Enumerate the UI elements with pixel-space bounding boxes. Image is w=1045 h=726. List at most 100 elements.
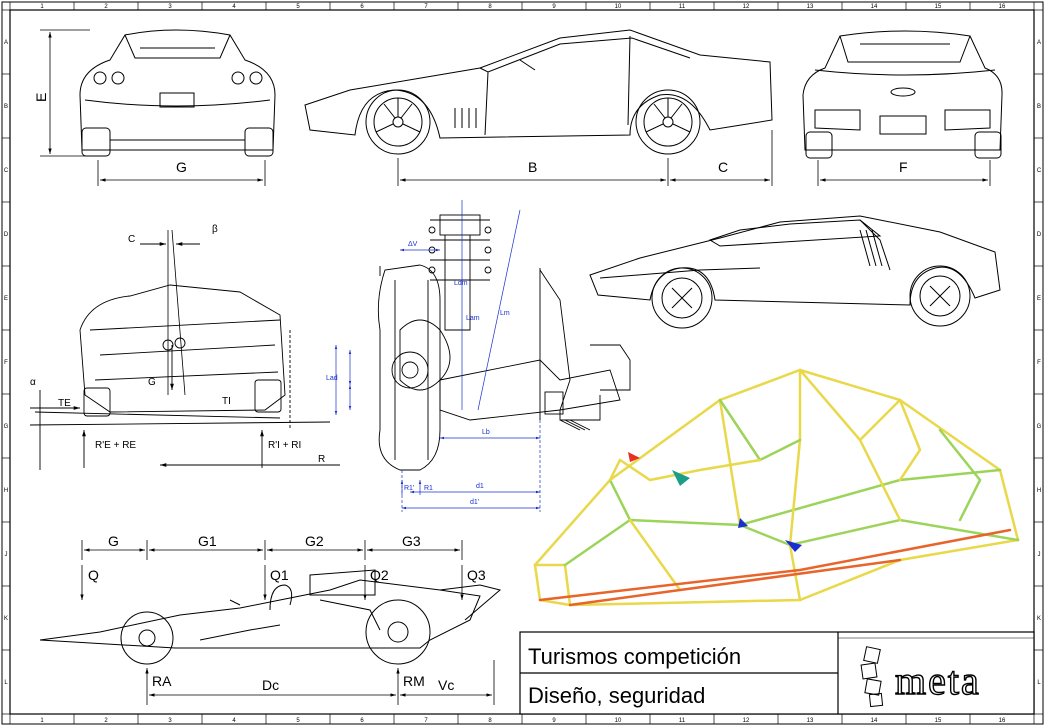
frame-row-label-left: C: [4, 168, 9, 174]
formula-car-side: [39, 569, 502, 665]
susp-label-dv: ΔV: [408, 241, 418, 248]
frame-col-label-top: 6: [360, 4, 364, 10]
frame-col-label-bottom: 6: [360, 718, 364, 724]
frame-col-label-top: 1: [40, 4, 44, 10]
frame-col-label-top: 3: [168, 4, 172, 10]
car-front-view: [802, 30, 1003, 159]
fc-label-q: Q: [88, 567, 99, 583]
fc-label-vc: Vc: [438, 677, 454, 693]
fc-label-ra: RA: [152, 673, 172, 689]
title-line-1: Turismos competición: [528, 644, 741, 669]
roll-label-alpha: α: [30, 377, 36, 388]
frame-row-label-left: A: [4, 40, 8, 46]
frame-col-label-top: 15: [935, 4, 942, 10]
fc-label-g3: G3: [402, 533, 421, 549]
rear-view-dimensions: [40, 29, 266, 186]
side-view-dimensions: [397, 130, 773, 186]
frame-row-label-right: L: [1037, 680, 1041, 686]
fc-label-g2: G2: [305, 533, 324, 549]
roll-label-r: R: [318, 454, 325, 465]
meta-logo: [860, 646, 884, 708]
frame-row-label-left: G: [4, 424, 9, 430]
frame-row-label-right: H: [1037, 488, 1041, 494]
frame-col-label-top: 5: [296, 4, 300, 10]
fc-label-q2: Q2: [370, 567, 389, 583]
frame-row-label-left: J: [5, 552, 8, 558]
fc-label-g: G: [108, 533, 119, 549]
frame-col-label-top: 7: [424, 4, 428, 10]
frame-col-label-bottom: 5: [296, 718, 300, 724]
title-line-2: Diseño, seguridad: [528, 683, 705, 708]
frame-col-label-top: 11: [679, 4, 686, 10]
frame-col-label-top: 9: [552, 4, 556, 10]
frame-col-label-bottom: 11: [679, 718, 686, 724]
meta-logo-text: meta: [895, 658, 981, 703]
frame-col-label-top: 14: [871, 4, 878, 10]
fc-label-q1: Q1: [270, 567, 289, 583]
roll-label-c: C: [128, 234, 135, 245]
frame-col-label-top: 13: [807, 4, 814, 10]
frame-col-label-bottom: 3: [168, 718, 172, 724]
frame-col-label-top: 12: [743, 4, 750, 10]
dim-label-c: C: [718, 159, 728, 175]
frame-col-label-bottom: 15: [935, 718, 942, 724]
suspension-blue-dimensions: [334, 200, 541, 512]
susp-label-d1p: d1': [470, 499, 479, 506]
frame-col-label-bottom: 2: [104, 718, 108, 724]
dim-label-e: E: [33, 93, 49, 102]
frame-row-label-left: H: [4, 488, 8, 494]
frame-col-label-bottom: 14: [871, 718, 878, 724]
frame-col-label-bottom: 10: [615, 718, 622, 724]
roll-label-re: R'E + RE: [95, 440, 136, 451]
dim-label-f: F: [899, 159, 908, 175]
concept-car-side: [589, 215, 1001, 329]
frame-row-label-right: E: [1037, 296, 1041, 302]
fc-label-q3: Q3: [467, 567, 486, 583]
susp-label-r1: R1: [424, 485, 433, 492]
frame-row-label-left: K: [4, 616, 8, 622]
frame-row-label-left: B: [4, 104, 8, 110]
frame-col-label-bottom: 12: [743, 718, 750, 724]
car-rear-view: [79, 29, 276, 157]
frame-row-label-right: B: [1037, 104, 1041, 110]
susp-label-lb: Lb: [482, 429, 490, 436]
frame-row-label-left: F: [4, 360, 8, 366]
dim-label-g-rear: G: [176, 159, 187, 175]
roll-cage-fea: [533, 368, 1020, 607]
frame-row-label-right: K: [1037, 616, 1041, 622]
frame-grid-labels: 1122334455667788991010111112121313141415…: [4, 4, 1042, 724]
susp-label-lam: Lam: [466, 315, 480, 322]
roll-label-ri: R'I + RI: [268, 440, 301, 451]
frame-col-label-bottom: 4: [232, 718, 236, 724]
frame-col-label-top: 16: [999, 4, 1006, 10]
frame-row-label-right: G: [1037, 424, 1042, 430]
title-block: [519, 631, 1035, 715]
roll-label-ti: TI: [222, 396, 231, 407]
susp-label-r1p: R1': [404, 485, 414, 492]
frame-row-label-right: C: [1037, 168, 1042, 174]
car-side-view: [304, 29, 773, 155]
susp-label-lad: Lad: [326, 375, 338, 382]
frame-col-label-bottom: 9: [552, 718, 556, 724]
suspension-drawing: [377, 214, 631, 471]
frame-col-label-bottom: 1: [40, 718, 44, 724]
frame-col-label-bottom: 7: [424, 718, 428, 724]
frame-row-label-right: F: [1037, 360, 1041, 366]
roll-label-g: G: [148, 377, 156, 388]
frame-row-label-right: J: [1038, 552, 1041, 558]
front-view-dimensions: [817, 160, 991, 186]
frame-col-label-bottom: 16: [999, 718, 1006, 724]
roll-diagram: [29, 229, 340, 470]
frame-row-label-right: D: [1037, 232, 1042, 238]
formula-car-dimensions: [80, 540, 495, 705]
roll-label-te: TE: [58, 398, 71, 409]
fc-label-g1: G1: [198, 533, 217, 549]
frame-col-label-bottom: 13: [807, 718, 814, 724]
frame-row-label-left: E: [4, 296, 8, 302]
fc-label-dc: Dc: [262, 677, 279, 693]
roll-label-beta: β: [212, 224, 218, 235]
